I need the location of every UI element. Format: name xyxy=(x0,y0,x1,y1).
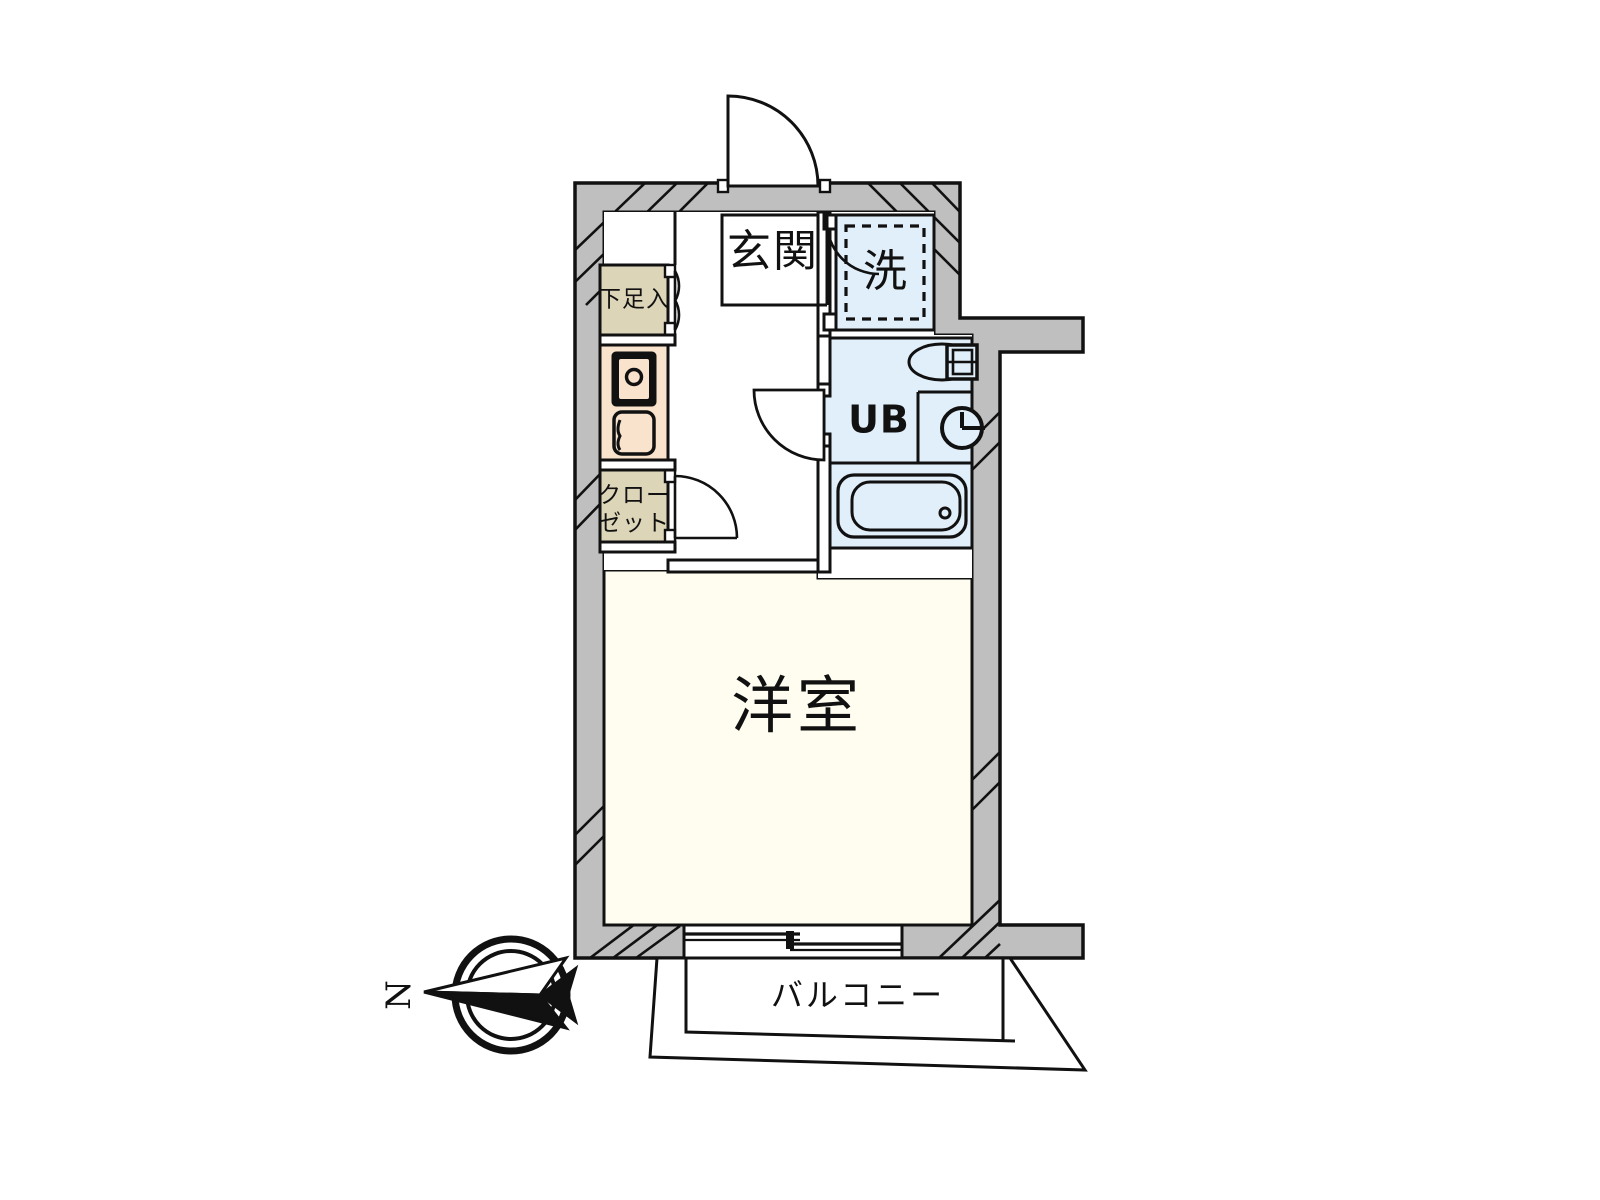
label-balcony: バルコニー xyxy=(771,976,945,1014)
washer-dashed-outline xyxy=(844,224,926,321)
label-closet-line2: ゼット xyxy=(598,511,670,537)
closet: クロー ゼット xyxy=(598,468,739,544)
balcony-inner-edge xyxy=(684,958,1016,1043)
label-getabako: 下足入 xyxy=(598,287,670,313)
washbasin-icon xyxy=(940,406,985,450)
compass-arrow-head xyxy=(537,964,579,1026)
label-genkan: 玄関 xyxy=(727,226,819,277)
ub-door-swing-arc xyxy=(752,388,826,462)
label-yoshitsu: 洋室 xyxy=(731,669,863,742)
ub-door xyxy=(752,388,826,462)
room-yoshitsu-floor xyxy=(602,568,974,927)
compass-rose: N xyxy=(379,935,579,1055)
label-ub: UB xyxy=(848,398,910,442)
shoe-cabinet-getabako: 下足入 xyxy=(598,263,681,337)
kitchen-sink-icon xyxy=(612,410,656,456)
closet-door-swing xyxy=(674,474,739,539)
washing-machine-space: 洗 xyxy=(834,213,936,332)
balcony: バルコニー xyxy=(648,956,1088,1072)
entrance-door-swing-arc xyxy=(726,94,820,188)
label-sen: 洗 xyxy=(863,246,907,297)
toilet-icon xyxy=(907,342,979,382)
entrance-door xyxy=(716,94,832,194)
balcony-sliding-door xyxy=(682,923,904,960)
bathtub-icon xyxy=(836,473,968,539)
balcony-slab xyxy=(648,956,1088,1072)
genkan-inner-door xyxy=(825,221,880,276)
interior-partitions xyxy=(598,210,838,574)
compass-needle-dark xyxy=(423,990,570,1031)
compass-label-north: N xyxy=(379,980,419,1010)
kitchen-counter xyxy=(598,343,670,462)
unit-bath-ub: UB xyxy=(822,336,985,550)
label-closet-line1: クロー xyxy=(598,483,670,509)
